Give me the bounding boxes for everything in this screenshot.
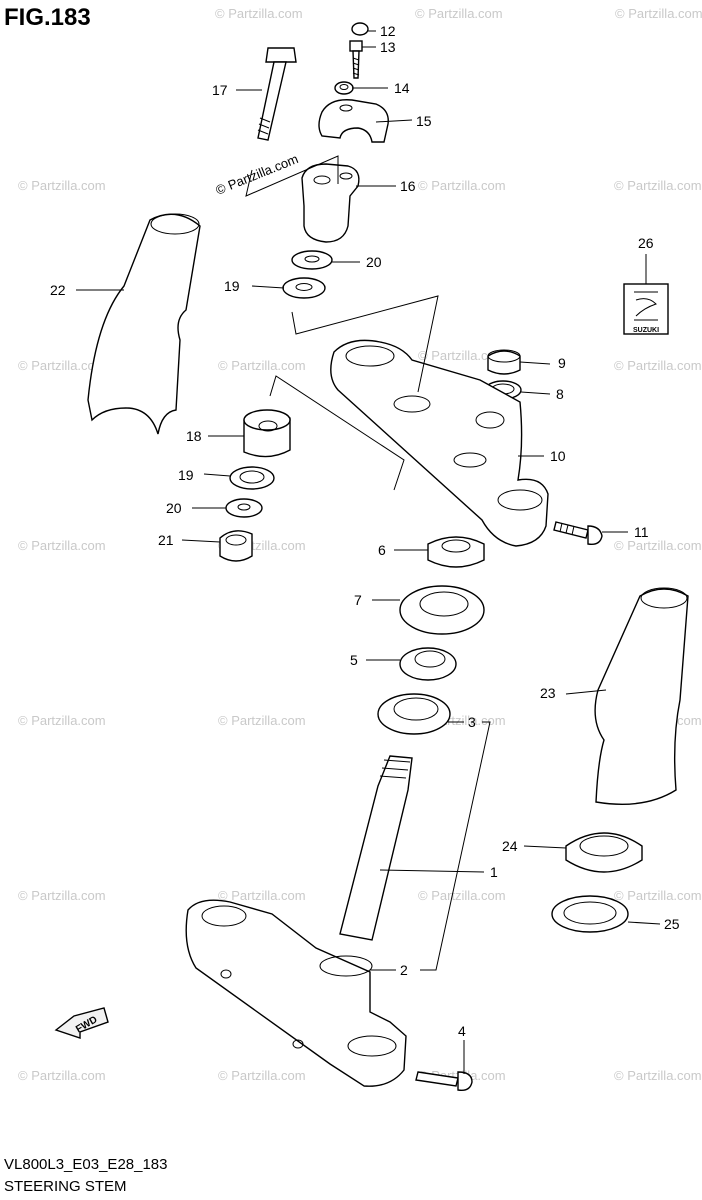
figure-caption: STEERING STEM	[4, 1178, 127, 1195]
figure-title: FIG.183	[4, 4, 91, 31]
part-23-fork-cover	[594, 587, 689, 805]
callout-15: 15	[416, 113, 432, 129]
part-6-nut	[427, 536, 485, 568]
callout-21: 21	[158, 532, 174, 548]
part-13-bolt	[349, 40, 363, 79]
watermark: © Partzilla.com	[18, 713, 106, 728]
watermark: © Partzilla.com	[415, 6, 503, 21]
callout-8: 8	[556, 386, 564, 402]
callout-6: 6	[378, 542, 386, 558]
watermark: © Partzilla.com	[18, 178, 106, 193]
part-5-bearing	[399, 647, 457, 681]
callout-22: 22	[50, 282, 66, 298]
callout-18: 18	[186, 428, 202, 444]
callout-23: 23	[540, 685, 556, 701]
watermark: © Partzilla.com	[615, 6, 702, 21]
watermark: © Partzilla.com	[218, 888, 306, 903]
part-7-seal	[399, 585, 485, 635]
part-25-washer	[551, 895, 629, 933]
watermark: © Partzilla.com	[218, 1068, 306, 1083]
watermark: © Partzilla.com	[614, 538, 702, 553]
leader-lines	[76, 30, 661, 1074]
watermark: © Partzilla.com	[614, 178, 702, 193]
callout-5: 5	[350, 652, 358, 668]
part-24-ring	[565, 832, 643, 873]
part-4-bolt	[415, 1071, 473, 1092]
watermark: © Partzilla.com	[418, 348, 506, 363]
callout-13: 13	[380, 39, 396, 55]
callout-20b: 20	[166, 500, 182, 516]
part-18-collar	[243, 409, 291, 458]
part-10-upper-bracket	[330, 339, 549, 547]
callout-26: 26	[638, 235, 654, 251]
part-15-holder-upper	[318, 99, 389, 143]
callout-25: 25	[664, 916, 680, 932]
leader-guides	[245, 155, 439, 491]
callout-9: 9	[558, 355, 566, 371]
watermark: © Partzilla.com	[18, 888, 106, 903]
watermark: © Partzilla.com	[418, 178, 506, 193]
callout-11: 11	[634, 524, 649, 540]
part-21-nut	[219, 530, 253, 562]
part-12-cap	[351, 22, 369, 36]
part-3-race	[377, 693, 451, 735]
watermark: © Partzilla.com	[18, 1068, 106, 1083]
part-17-bolt	[257, 47, 297, 141]
watermark: © Partzilla.com	[18, 538, 106, 553]
callout-1: 1	[490, 864, 498, 880]
callout-19: 19	[224, 278, 240, 294]
part-11-bolt	[553, 521, 603, 546]
callout-14: 14	[394, 80, 410, 96]
callout-3: 3	[468, 714, 476, 730]
watermark: © Partzilla.com	[614, 888, 702, 903]
callout-labels: 12 13 14 15 16 17 20 19 22 26 9 8 10 18 …	[50, 23, 680, 1039]
callout-2: 2	[400, 962, 408, 978]
callout-20: 20	[366, 254, 382, 270]
callout-4: 4	[458, 1023, 466, 1039]
watermark: © Partzilla.com	[614, 1068, 702, 1083]
part-20-washer-upper	[291, 250, 333, 270]
part-1-steering-stem	[185, 755, 413, 1087]
part-14-nut	[334, 81, 354, 95]
callout-10: 10	[550, 448, 566, 464]
watermark: © Partzilla.com	[218, 713, 306, 728]
fwd-arrow-icon: FWD	[54, 1007, 109, 1039]
callout-17: 17	[212, 82, 228, 98]
part-9-cap	[487, 349, 521, 375]
callout-16: 16	[400, 178, 416, 194]
model-code: VL800L3_E03_E28_183	[4, 1156, 168, 1173]
part-26-emblem: SUZUKI	[623, 283, 669, 335]
callout-24: 24	[502, 838, 518, 854]
watermark: © Partzilla.com	[18, 358, 106, 373]
part-19-washer-lower	[229, 466, 275, 490]
watermark: © Partzilla.com	[215, 6, 303, 21]
part-19-washer-upper	[282, 277, 326, 299]
suzuki-logo: SUZUKI	[633, 327, 659, 334]
watermark: © Partzilla.com	[614, 358, 702, 373]
callout-12: 12	[380, 23, 396, 39]
part-20-washer-lower	[225, 498, 263, 518]
callout-7: 7	[354, 592, 362, 608]
callout-19b: 19	[178, 467, 194, 483]
watermark: © Partzilla.com	[218, 358, 306, 373]
part-22-fork-cover	[87, 213, 201, 435]
watermark: © Partzilla.com	[418, 888, 506, 903]
part-16-holder-lower	[301, 163, 360, 243]
